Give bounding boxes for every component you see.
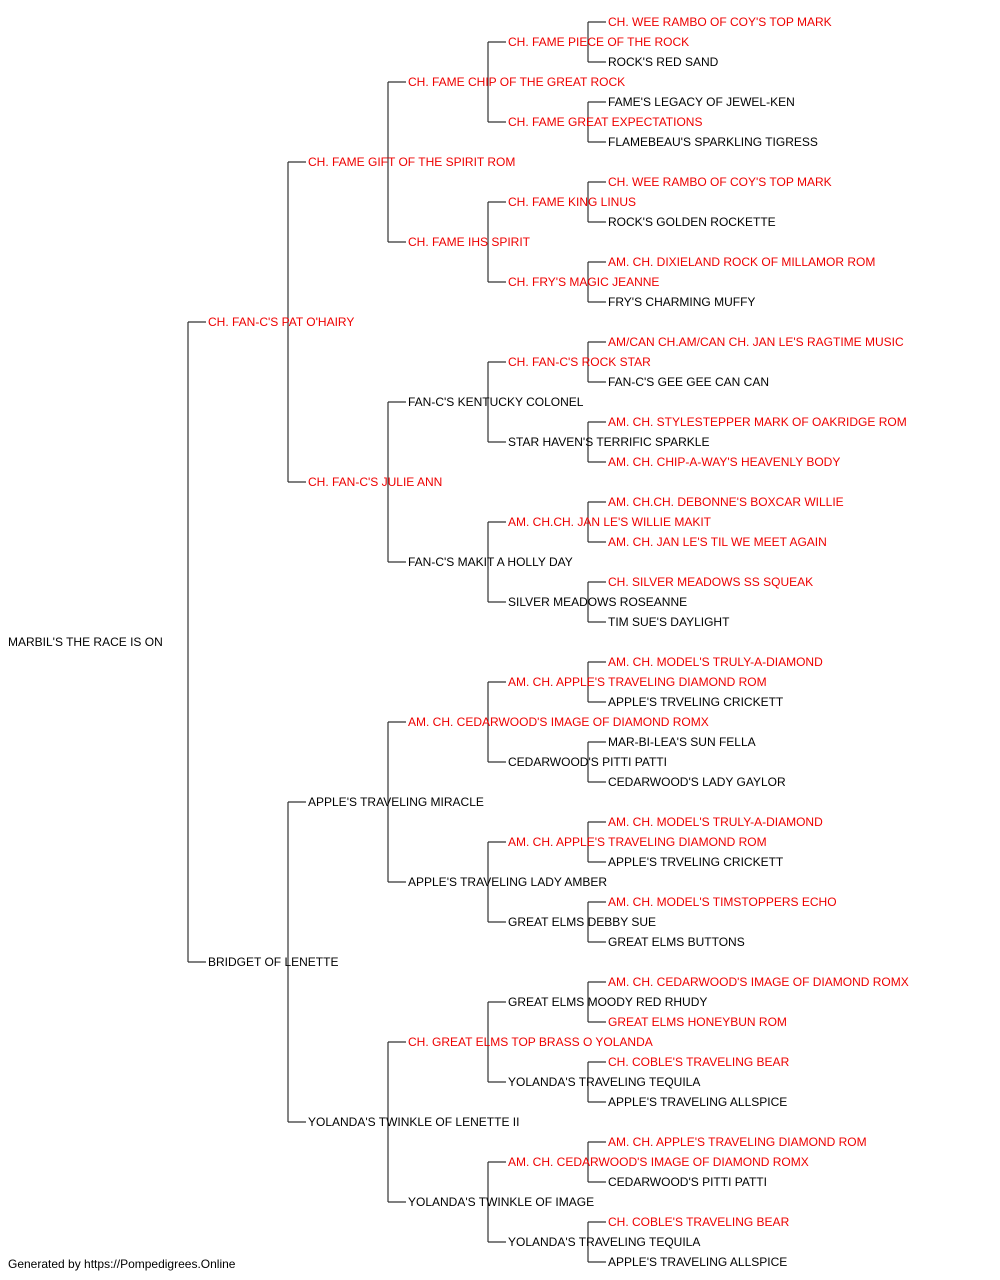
ancestor-name: MAR-BI-LEA'S SUN FELLA — [608, 735, 756, 749]
ancestor-name: TIM SUE'S DAYLIGHT — [608, 615, 730, 629]
ancestor-name: FRY'S CHARMING MUFFY — [608, 295, 756, 309]
ancestor-name: AM/CAN CH.AM/CAN CH. JAN LE'S RAGTIME MU… — [608, 335, 904, 349]
ancestor-name: FAN-C'S MAKIT A HOLLY DAY — [408, 555, 573, 569]
ancestor-name: APPLE'S TRAVELING MIRACLE — [308, 795, 484, 809]
ancestor-name: AM. CH. APPLE'S TRAVELING DIAMOND ROM — [508, 675, 767, 689]
ancestor-name: CH. COBLE'S TRAVELING BEAR — [608, 1215, 790, 1229]
ancestor-name: SILVER MEADOWS ROSEANNE — [508, 595, 688, 609]
ancestor-name: YOLANDA'S TRAVELING TEQUILA — [508, 1235, 701, 1249]
ancestor-name: CEDARWOOD'S LADY GAYLOR — [608, 775, 786, 789]
ancestor-name: AM. CH. MODEL'S TIMSTOPPERS ECHO — [608, 895, 837, 909]
ancestor-name: YOLANDA'S TWINKLE OF LENETTE II — [308, 1115, 520, 1129]
ancestor-name: ROCK'S GOLDEN ROCKETTE — [608, 215, 776, 229]
ancestor-name: CEDARWOOD'S PITTI PATTI — [608, 1175, 767, 1189]
ancestor-name: AM. CH. APPLE'S TRAVELING DIAMOND ROM — [608, 1135, 867, 1149]
ancestor-name: CH. FAN-C'S ROCK STAR — [508, 355, 651, 369]
ancestor-name: CH. FAME GIFT OF THE SPIRIT ROM — [308, 155, 516, 169]
ancestor-name: CH. FAME GREAT EXPECTATIONS — [508, 115, 703, 129]
ancestor-name: STAR HAVEN'S TERRIFIC SPARKLE — [508, 435, 710, 449]
subject-dog-name: MARBIL'S THE RACE IS ON — [8, 635, 163, 649]
ancestor-name: CH. FAME PIECE OF THE ROCK — [508, 35, 690, 49]
ancestor-name: FAME'S LEGACY OF JEWEL-KEN — [608, 95, 795, 109]
ancestor-name: APPLE'S TRVELING CRICKETT — [608, 855, 784, 869]
ancestor-name: CH. FAME IHS SPIRIT — [408, 235, 531, 249]
ancestor-name: GREAT ELMS DEBBY SUE — [508, 915, 657, 929]
ancestor-name: AM. CH.CH. DEBONNE'S BOXCAR WILLIE — [608, 495, 844, 509]
ancestor-name: APPLE'S TRAVELING LADY AMBER — [408, 875, 608, 889]
ancestor-name: FAN-C'S KENTUCKY COLONEL — [408, 395, 584, 409]
ancestor-name: AM. CH. CEDARWOOD'S IMAGE OF DIAMOND ROM… — [408, 715, 709, 729]
ancestor-name: AM. CH. JAN LE'S TIL WE MEET AGAIN — [608, 535, 827, 549]
ancestor-name: GREAT ELMS HONEYBUN ROM — [608, 1015, 787, 1029]
ancestor-name: AM. CH.CH. JAN LE'S WILLIE MAKIT — [508, 515, 711, 529]
ancestor-name: YOLANDA'S TRAVELING TEQUILA — [508, 1075, 701, 1089]
ancestor-name: CH. FAME CHIP OF THE GREAT ROCK — [408, 75, 626, 89]
ancestor-name: CH. FAME KING LINUS — [508, 195, 637, 209]
ancestor-name: YOLANDA'S TWINKLE OF IMAGE — [408, 1195, 595, 1209]
ancestor-name: FAN-C'S GEE GEE CAN CAN — [608, 375, 769, 389]
ancestor-name: APPLE'S TRAVELING ALLSPICE — [608, 1095, 788, 1109]
ancestor-name: CH. COBLE'S TRAVELING BEAR — [608, 1055, 790, 1069]
ancestor-name: AM. CH. APPLE'S TRAVELING DIAMOND ROM — [508, 835, 767, 849]
ancestor-name: CH. WEE RAMBO OF COY'S TOP MARK — [608, 175, 832, 189]
ancestor-name: AM. CH. CHIP-A-WAY'S HEAVENLY BODY — [608, 455, 841, 469]
ancestor-name: AM. CH. DIXIELAND ROCK OF MILLAMOR ROM — [608, 255, 876, 269]
ancestor-name: CEDARWOOD'S PITTI PATTI — [508, 755, 667, 769]
ancestor-name: APPLE'S TRVELING CRICKETT — [608, 695, 784, 709]
ancestor-name: AM. CH. MODEL'S TRULY-A-DIAMOND — [608, 655, 823, 669]
ancestor-name: CH. FRY'S MAGIC JEANNE — [508, 275, 660, 289]
ancestor-name: GREAT ELMS MOODY RED RHUDY — [508, 995, 708, 1009]
ancestor-name: AM. CH. CEDARWOOD'S IMAGE OF DIAMOND ROM… — [508, 1155, 809, 1169]
ancestor-name: CH. FAN-C'S PAT O'HAIRY — [208, 315, 355, 329]
footer-credit: Generated by https://Pompedigrees.Online — [8, 1257, 236, 1271]
ancestor-name: CH. WEE RAMBO OF COY'S TOP MARK — [608, 15, 832, 29]
ancestor-name: CH. FAN-C'S JULIE ANN — [308, 475, 443, 489]
ancestor-name: FLAMEBEAU'S SPARKLING TIGRESS — [608, 135, 818, 149]
ancestor-name: CH. SILVER MEADOWS SS SQUEAK — [608, 575, 814, 589]
ancestor-name: AM. CH. MODEL'S TRULY-A-DIAMOND — [608, 815, 823, 829]
ancestor-name: GREAT ELMS BUTTONS — [608, 935, 745, 949]
ancestor-name: AM. CH. CEDARWOOD'S IMAGE OF DIAMOND ROM… — [608, 975, 909, 989]
ancestor-name: AM. CH. STYLESTEPPER MARK OF OAKRIDGE RO… — [608, 415, 907, 429]
ancestor-name: APPLE'S TRAVELING ALLSPICE — [608, 1255, 788, 1269]
ancestor-name: BRIDGET OF LENETTE — [208, 955, 339, 969]
ancestor-name: CH. GREAT ELMS TOP BRASS O YOLANDA — [408, 1035, 653, 1049]
ancestor-name: ROCK'S RED SAND — [608, 55, 719, 69]
